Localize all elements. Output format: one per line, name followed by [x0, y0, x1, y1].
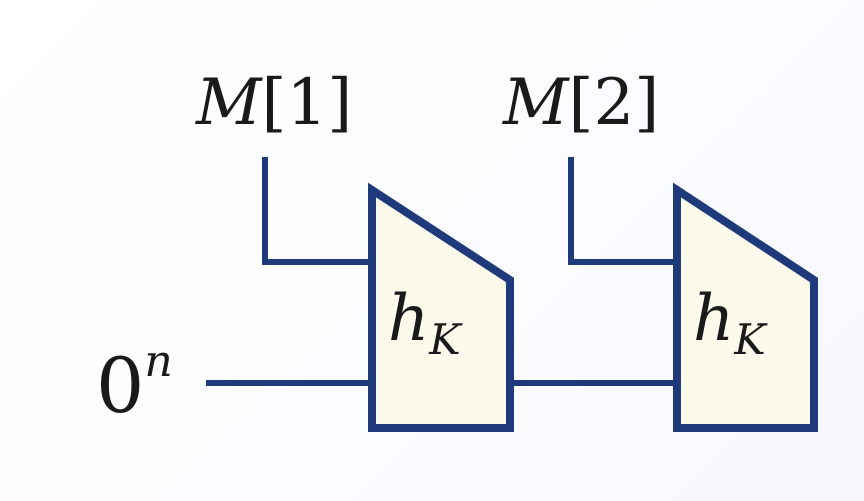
message-1-label: M[1]: [195, 66, 352, 140]
initial-value-superscript: n: [144, 336, 172, 387]
compression-block-2: [673, 182, 818, 432]
message-1-close-bracket: ]: [327, 66, 352, 140]
block-1-function: h: [388, 282, 429, 356]
message-1-name: M: [195, 66, 263, 140]
message-2-wire: [568, 157, 677, 265]
block-2-function: h: [693, 282, 734, 356]
message-2-name: M: [502, 66, 570, 140]
block-1-subscript: K: [428, 315, 463, 364]
message-1-open-bracket: [: [262, 66, 287, 140]
compression-block-1: [368, 182, 514, 432]
block-1-label: hK: [388, 282, 463, 364]
initial-value-base: 0: [96, 341, 144, 430]
message-2-label: M[2]: [502, 66, 659, 140]
initial-value-label: 0n: [96, 336, 173, 430]
message-1-wire: [262, 157, 372, 265]
message-2-open-bracket: [: [569, 66, 594, 140]
block-2-label: hK: [693, 282, 768, 364]
message-1-index: 1: [287, 66, 328, 140]
message-2-index: 2: [594, 66, 635, 140]
block-2-subscript: K: [733, 315, 768, 364]
message-2-close-bracket: ]: [634, 66, 659, 140]
